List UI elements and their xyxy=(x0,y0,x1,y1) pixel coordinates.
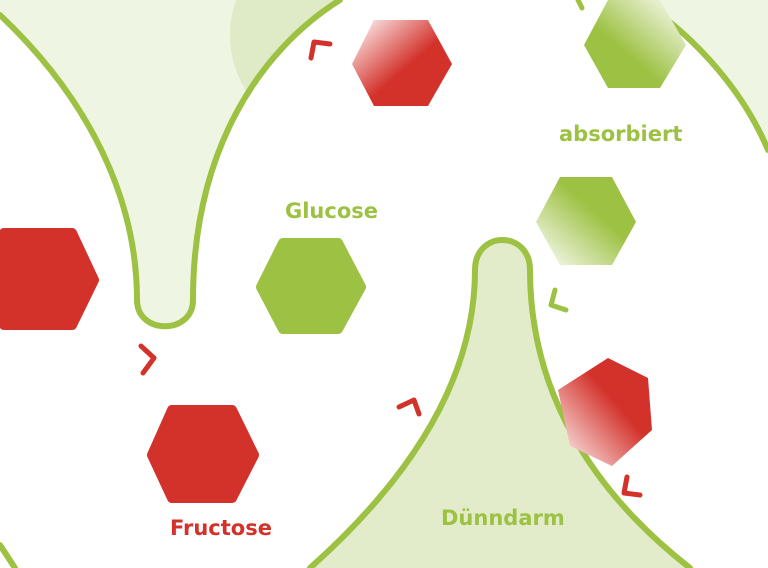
glucose-hexagon-faded xyxy=(584,0,686,88)
villus-right xyxy=(310,240,690,568)
glucose-hexagon xyxy=(256,238,366,334)
fructose-hexagon-faded xyxy=(558,358,652,466)
arrow-marker-icon xyxy=(575,0,585,11)
absorbed-label: absorbiert xyxy=(559,122,683,146)
fructose-hexagon-faded xyxy=(352,20,452,106)
glucose-label: Glucose xyxy=(285,199,379,223)
glucose-hexagon-faded xyxy=(536,177,636,265)
arrow-marker-icon xyxy=(548,287,569,313)
fructose-hexagon xyxy=(147,405,259,503)
arrow-marker-icon xyxy=(396,397,422,417)
arrow-marker-icon xyxy=(138,343,157,376)
arrow-marker-icon xyxy=(621,474,643,498)
small-intestine-label: Dünndarm xyxy=(441,506,565,530)
lumen-edge-right xyxy=(640,0,768,150)
fructose-label: Fructose xyxy=(170,516,272,540)
arrow-marker-icon xyxy=(308,39,333,61)
fructose-hexagon xyxy=(0,228,99,330)
